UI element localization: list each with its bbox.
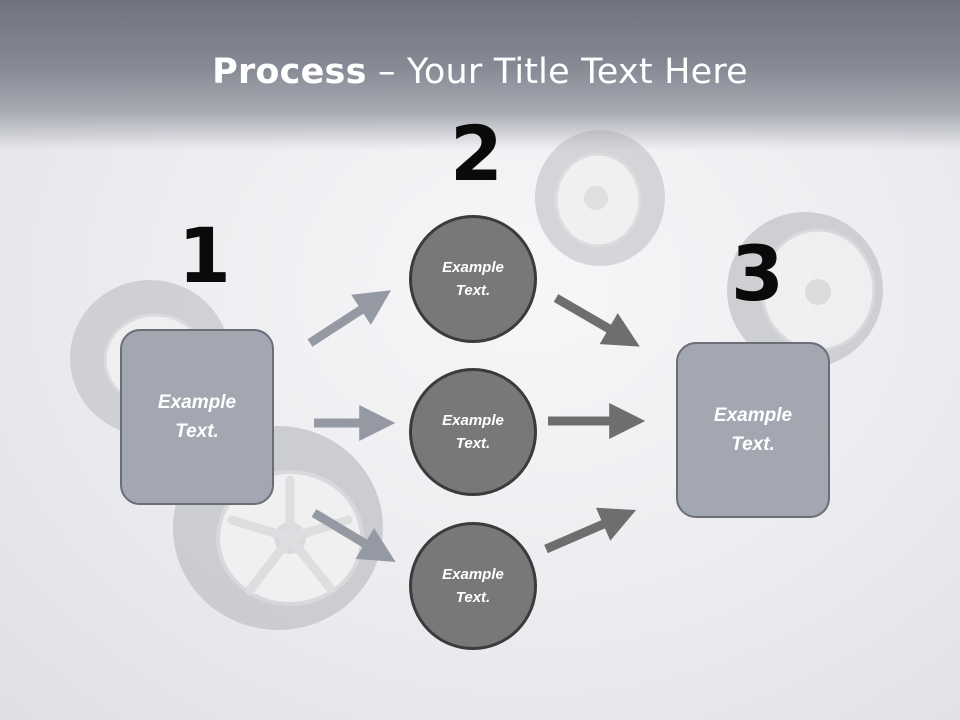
step-2-circle-top: Example Text. bbox=[409, 215, 537, 343]
step-2-circle-bottom: Example Text. bbox=[409, 522, 537, 650]
arrow-1-to-top bbox=[307, 290, 392, 347]
step-1-label: Example Text. bbox=[157, 392, 237, 442]
arrow-top-to-3 bbox=[553, 294, 640, 347]
step-number-1: 1 bbox=[178, 211, 231, 300]
step-2-circle-middle: Example Text. bbox=[409, 368, 537, 496]
circle-middle-label: Example Text. bbox=[442, 412, 504, 452]
slide-title: Process – Your Title Text Here bbox=[0, 52, 960, 92]
arrow-bottom-to-3 bbox=[544, 507, 637, 554]
circle-top-label: Example Text. bbox=[442, 259, 504, 299]
step-3-box: Example Text. bbox=[676, 342, 830, 518]
step-3-label: Example Text. bbox=[713, 405, 793, 455]
step-number-2: 2 bbox=[450, 109, 503, 198]
title-band bbox=[0, 0, 960, 150]
step-1-box: Example Text. bbox=[120, 329, 274, 505]
tire-icon bbox=[727, 212, 883, 368]
title-bold: Process bbox=[212, 52, 367, 92]
title-rest: – Your Title Text Here bbox=[366, 52, 748, 92]
tire-icon bbox=[535, 130, 665, 266]
step-number-3: 3 bbox=[731, 229, 784, 318]
arrow-1-to-bottom bbox=[311, 509, 396, 562]
circle-bottom-label: Example Text. bbox=[442, 566, 504, 606]
